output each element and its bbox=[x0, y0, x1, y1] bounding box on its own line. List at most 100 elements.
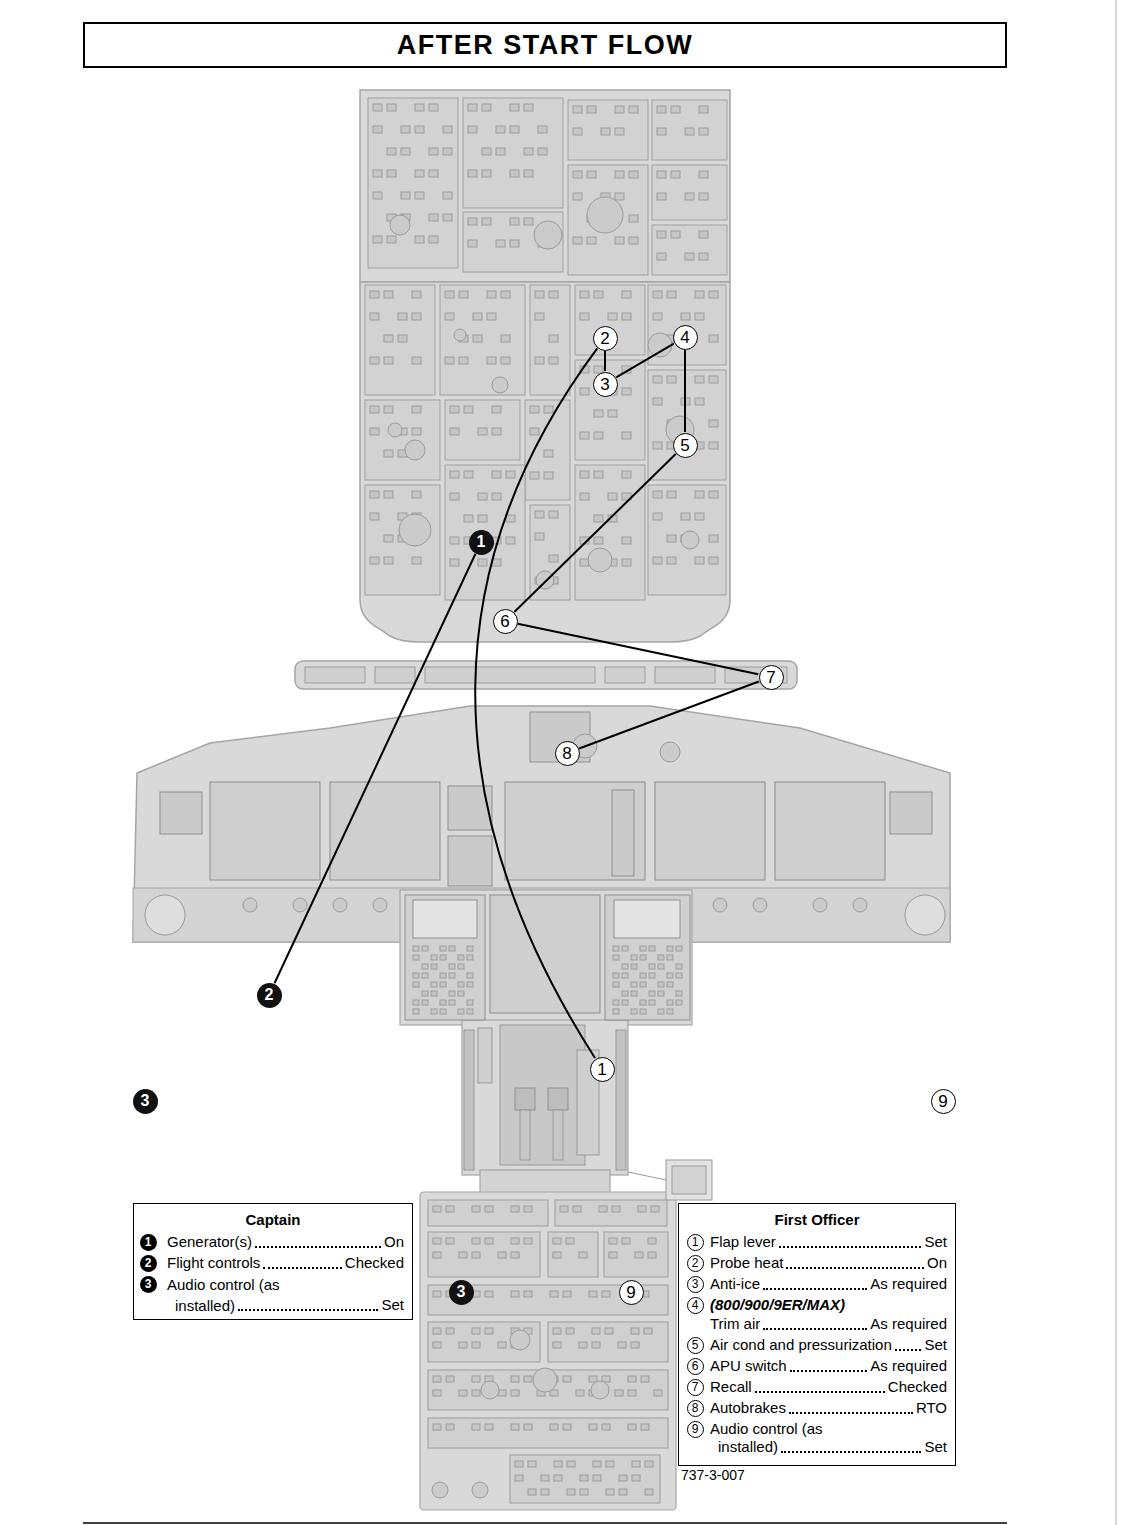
switch bbox=[613, 973, 619, 978]
switch bbox=[415, 126, 424, 133]
switch bbox=[422, 991, 428, 996]
switch bbox=[573, 237, 582, 244]
switch bbox=[433, 1291, 441, 1297]
flow-line bbox=[514, 454, 675, 612]
callout-digit: 5 bbox=[680, 437, 689, 454]
switch bbox=[440, 973, 446, 978]
switch bbox=[658, 982, 664, 987]
knob bbox=[454, 329, 466, 341]
switch bbox=[645, 1489, 653, 1495]
switch bbox=[554, 1475, 562, 1481]
switch bbox=[629, 215, 638, 222]
switch bbox=[544, 472, 553, 479]
callout-number: 3 bbox=[133, 1089, 158, 1114]
switch bbox=[667, 535, 676, 542]
switch bbox=[667, 946, 673, 951]
switch bbox=[589, 1424, 597, 1430]
switch bbox=[413, 982, 419, 987]
knob bbox=[333, 898, 347, 912]
switch bbox=[446, 1238, 454, 1244]
switch bbox=[467, 982, 473, 987]
title-box: AFTER START FLOW bbox=[83, 22, 1007, 68]
switch bbox=[468, 170, 477, 177]
switch bbox=[676, 973, 682, 978]
switch bbox=[429, 236, 438, 243]
switch bbox=[580, 471, 589, 478]
switch bbox=[563, 1424, 571, 1430]
control-stand-base bbox=[480, 1170, 610, 1194]
knob bbox=[534, 221, 562, 249]
switch bbox=[699, 231, 708, 238]
switch bbox=[695, 557, 704, 564]
radio-panel bbox=[555, 1200, 667, 1226]
switch bbox=[535, 357, 544, 364]
cdu-screen bbox=[614, 900, 680, 938]
switch bbox=[446, 1376, 454, 1382]
legend-number: 3 bbox=[140, 1276, 157, 1293]
switch bbox=[601, 128, 610, 135]
instrument bbox=[160, 792, 202, 834]
switch bbox=[651, 1206, 659, 1212]
switch bbox=[685, 253, 694, 260]
switch bbox=[412, 491, 421, 498]
switch bbox=[615, 237, 624, 244]
switch bbox=[566, 1238, 574, 1244]
switch bbox=[640, 1000, 646, 1005]
switch bbox=[709, 491, 718, 498]
switch bbox=[478, 559, 487, 566]
switch bbox=[658, 955, 664, 960]
switch bbox=[524, 1291, 532, 1297]
switch bbox=[450, 559, 459, 566]
switch bbox=[554, 1461, 562, 1467]
item-value: Checked bbox=[345, 1253, 404, 1273]
switch bbox=[538, 126, 547, 133]
knob bbox=[853, 898, 867, 912]
item-value: As required bbox=[870, 1274, 947, 1294]
switch bbox=[576, 1390, 584, 1396]
mcp-section bbox=[305, 667, 365, 683]
switch bbox=[510, 126, 519, 133]
callout-number: 9 bbox=[931, 1089, 956, 1114]
switch bbox=[553, 1238, 561, 1244]
switch bbox=[644, 1328, 652, 1334]
switch bbox=[653, 491, 662, 498]
switch bbox=[549, 335, 558, 342]
switch bbox=[449, 964, 455, 969]
trim-wheel bbox=[464, 1030, 474, 1170]
switch bbox=[560, 1206, 568, 1212]
dot-leader bbox=[238, 1309, 378, 1311]
switch bbox=[487, 291, 496, 298]
switch bbox=[449, 1000, 455, 1005]
switch bbox=[602, 1291, 610, 1297]
switch bbox=[615, 193, 624, 200]
overhead-panel bbox=[360, 90, 730, 282]
switch bbox=[695, 313, 704, 320]
callout-number: 8 bbox=[555, 741, 580, 766]
switch bbox=[544, 450, 553, 457]
legend-number: 6 bbox=[687, 1358, 704, 1375]
sub-panel bbox=[365, 285, 435, 395]
switch bbox=[609, 1252, 617, 1258]
switch bbox=[622, 432, 631, 439]
switch bbox=[631, 1009, 637, 1014]
switch bbox=[535, 533, 544, 540]
switch bbox=[487, 313, 496, 320]
switch bbox=[446, 1424, 454, 1430]
aft-pedestal bbox=[420, 1192, 676, 1510]
knob bbox=[373, 898, 387, 912]
title: AFTER START FLOW bbox=[397, 30, 693, 61]
switch bbox=[506, 537, 515, 544]
switch bbox=[445, 313, 454, 320]
knob bbox=[472, 1482, 488, 1498]
switch bbox=[622, 973, 628, 978]
switch bbox=[563, 1291, 571, 1297]
forward-pedestal bbox=[400, 890, 692, 1025]
switch bbox=[485, 1328, 493, 1334]
thrust-lever bbox=[548, 1088, 568, 1110]
callout-digit: 9 bbox=[626, 1284, 635, 1301]
switch bbox=[467, 1009, 473, 1014]
switch bbox=[594, 471, 603, 478]
switch bbox=[645, 1461, 653, 1467]
switch bbox=[450, 493, 459, 500]
dot-leader bbox=[779, 1246, 922, 1248]
